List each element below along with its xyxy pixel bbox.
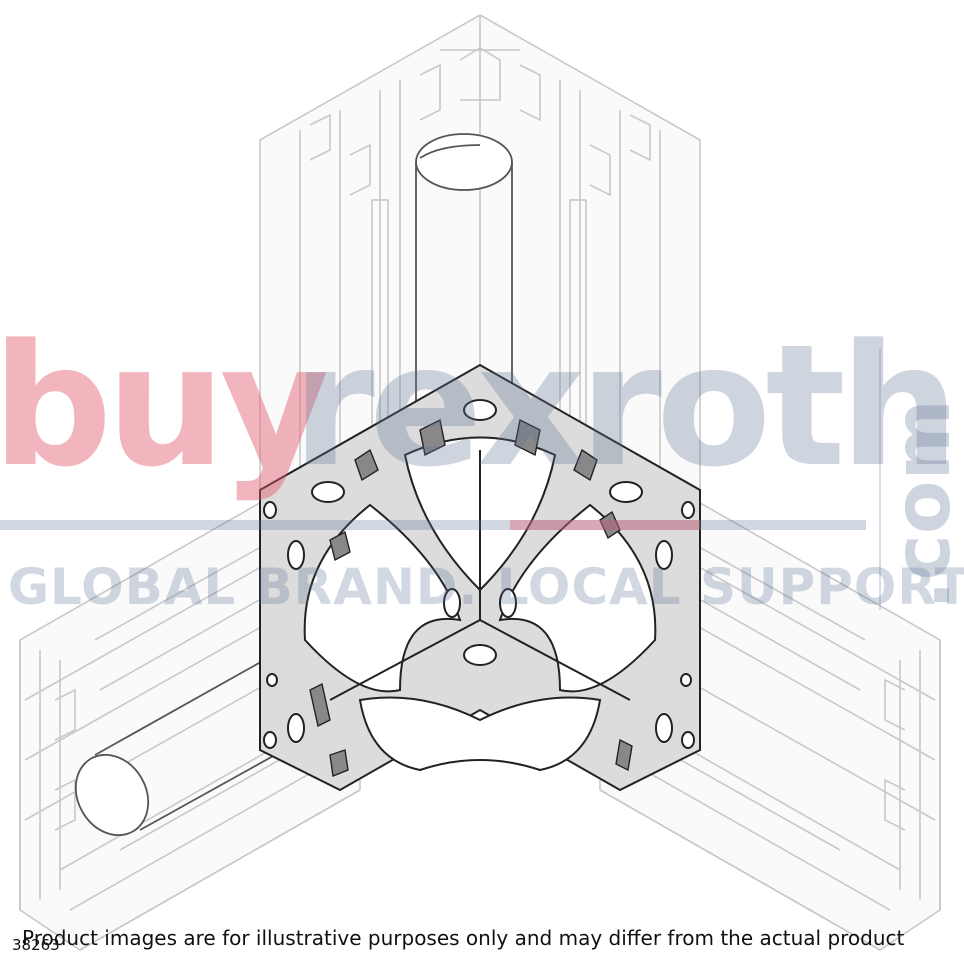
part-number: 38263 bbox=[12, 936, 60, 954]
image-disclaimer: Product images are for illustrative purp… bbox=[22, 926, 905, 950]
left-tube bbox=[74, 639, 321, 837]
watermark-divider bbox=[879, 348, 881, 610]
cube-connector bbox=[259, 363, 701, 792]
vertical-profile bbox=[259, 14, 701, 562]
